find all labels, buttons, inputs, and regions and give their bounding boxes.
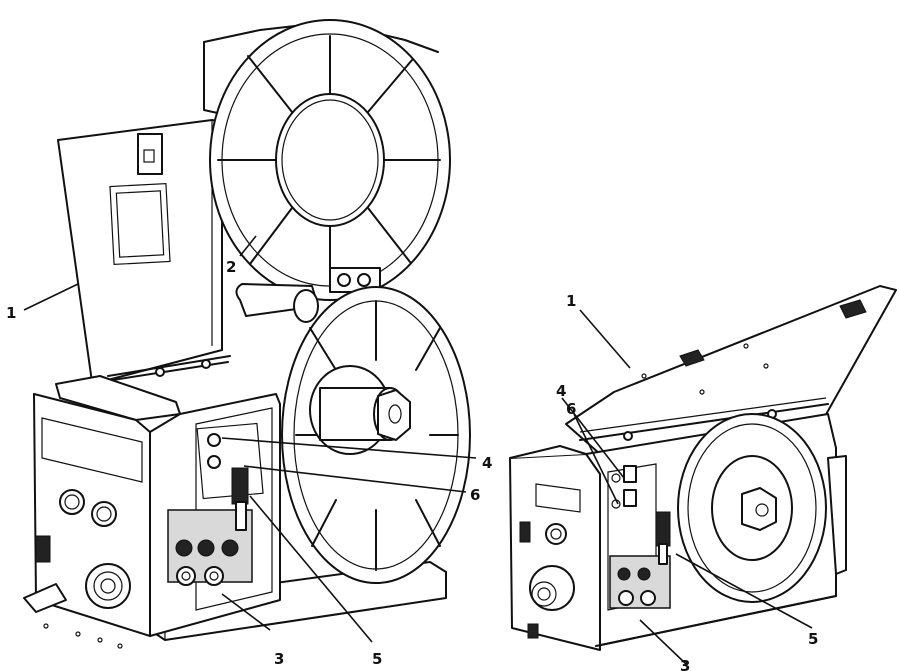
wire-spool-lower	[281, 286, 471, 584]
callout-right-5: 5	[808, 630, 818, 648]
callout-left-4: 4	[482, 454, 492, 472]
callout-left-5: 5	[372, 650, 382, 668]
right-wire-feeder-unit: 1 4 6 5 3	[509, 285, 897, 671]
callout-right-6: 6	[566, 400, 576, 418]
callout-right-1: 1	[566, 292, 576, 310]
housing-left	[23, 375, 281, 649]
callout-left-6: 6	[470, 486, 480, 504]
front-panel-right	[509, 453, 601, 651]
left-wire-feeder-unit: 1 2 3 4 6 5	[6, 19, 492, 668]
callout-left-1: 1	[6, 304, 16, 322]
callout-right-4: 4	[556, 382, 566, 400]
callout-left-3: 3	[274, 650, 284, 668]
callout-left-2: 2	[226, 258, 236, 276]
spool-cover-upper	[203, 19, 451, 301]
callout-right-3: 3	[680, 657, 690, 671]
